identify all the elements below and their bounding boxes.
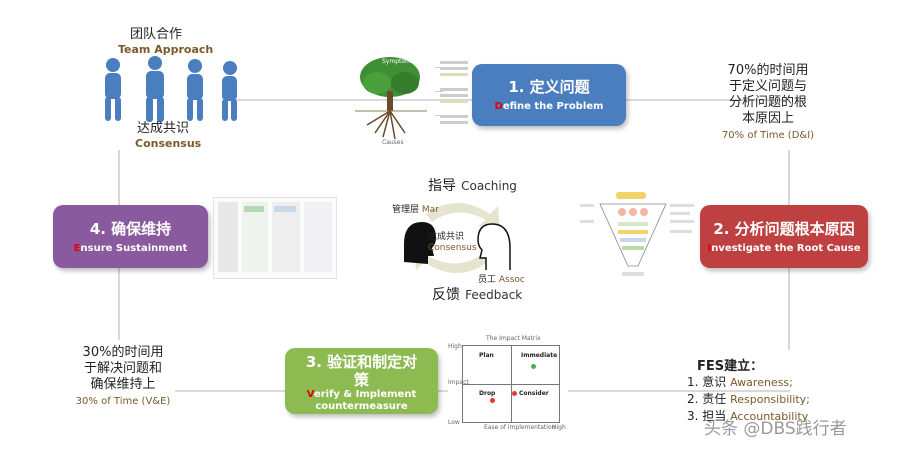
associate-en: Assoc	[498, 275, 525, 285]
matrix-cross-icon	[490, 398, 495, 403]
tree-top-label: Symptoms	[382, 58, 415, 65]
stage-4-ensure: 4. 确保维持 Ensure Sustainment	[53, 205, 208, 268]
fes-item: 1. 意识 Awareness;	[687, 374, 867, 391]
tree-bottom-label: Causes	[382, 139, 404, 146]
center-consensus-en: Consensus	[428, 243, 477, 253]
fes-title: FES建立：	[697, 359, 764, 374]
right-top-line: 于定义问题与	[728, 79, 807, 94]
fes-item: 2. 责任 Responsibility;	[687, 391, 867, 408]
impact-y-high: High	[448, 343, 462, 350]
consensus-en: Consensus	[135, 137, 202, 150]
associate-cn: 员工	[478, 275, 497, 285]
watermark: 头条 @DBS践行者	[704, 419, 847, 439]
stage-3-subtitle: Verify & Implement	[285, 389, 438, 401]
coaching-en: Coaching	[461, 179, 517, 193]
root-cause-funnel-diagram	[578, 190, 698, 286]
fes-item: 3. 担当 Accountability	[687, 408, 867, 425]
fes-item-en: Accountability	[730, 410, 809, 423]
impact-x-label: Ease of implementation	[484, 424, 556, 431]
impact-x-high: High	[552, 424, 566, 431]
stage-1-subtitle: Define the Problem	[472, 101, 626, 113]
left-bottom-note: 30%的时间用 于解决问题和 确保维持上 30% of Time (V&E)	[68, 345, 178, 408]
left-bottom-line: 确保维持上	[90, 377, 156, 392]
right-top-line: 本原因上	[741, 111, 794, 126]
matrix-cell-drop: Drop	[479, 390, 496, 397]
team-approach-en: Team Approach	[118, 43, 214, 56]
svg-text:——: ——	[435, 89, 443, 94]
svg-text:——: ——	[435, 65, 443, 70]
fes-item-cn: 2. 责任	[687, 392, 727, 406]
matrix-cell-immediate: Immediate	[521, 352, 558, 359]
sustainment-board-thumbnail	[213, 197, 337, 279]
fes-item-cn: 1. 意识	[687, 375, 727, 389]
impact-y-low: Low	[448, 419, 460, 426]
fes-item-cn: 3. 担当	[687, 409, 727, 423]
stage-4-subtitle: Ensure Sustainment	[53, 243, 208, 255]
consensus-cn: 达成共识	[137, 121, 190, 136]
stage-2-rest: nvestigate the Root Cause	[711, 243, 861, 254]
left-bottom-line: 于解决问题和	[83, 361, 162, 376]
manager-label: 管理层 Mar	[392, 202, 439, 215]
matrix-check-icon	[531, 364, 536, 369]
stage-3-title-line2: 策	[353, 371, 369, 389]
coaching-cycle-graphic	[404, 203, 511, 273]
manager-en: Mar	[421, 205, 439, 215]
manager-cn: 管理层	[392, 205, 420, 215]
team-people-illustration	[105, 56, 237, 122]
right-top-note: 70%的时间用 于定义问题与 分析问题的根 本原因上 70% of Time (…	[716, 63, 820, 142]
fes-block: FES建立： 1. 意识 Awareness; 2. 责任 Responsibi…	[687, 355, 867, 425]
team-approach-cn: 团队合作	[130, 27, 183, 42]
stage-2-title: 2. 分析问题根本原因	[713, 220, 855, 238]
svg-text:——: ——	[435, 113, 443, 118]
right-top-line: 分析问题的根	[728, 95, 807, 110]
coaching-label: 指导 Coaching	[428, 175, 517, 194]
stage-3-verify: 3. 验证和制定对 策 Verify & Implement counterme…	[285, 348, 438, 414]
right-top-line: 70%的时间用	[727, 63, 809, 78]
stage-3-subtitle-line2: countermeasure	[315, 401, 408, 412]
feedback-cn: 反馈	[432, 287, 460, 303]
impact-matrix: The Impact Matrix High Impact Low Plan I…	[448, 333, 568, 433]
left-bottom-en: 30% of Time (V&E)	[75, 396, 171, 407]
stage-1-title: 1. 定义问题	[508, 78, 590, 96]
center-consensus-cn: 达成共识	[428, 232, 465, 242]
stage-1-rest: efine the Problem	[502, 101, 604, 112]
stage-4-title: 4. 确保维持	[89, 220, 172, 238]
tree-annotation-block	[440, 58, 468, 130]
left-bottom-line: 30%的时间用	[82, 345, 164, 360]
stage-3-rest: erify & Implement	[313, 389, 417, 400]
impact-y-label: Impact	[448, 379, 469, 386]
center-consensus: 达成共识 Consensus	[428, 232, 477, 254]
stage-2-investigate: 2. 分析问题根本原因 Investigate the Root Cause	[700, 205, 868, 268]
stage-3-title-line1: 3. 验证和制定对	[305, 353, 418, 371]
impact-matrix-title: The Impact Matrix	[486, 335, 541, 342]
matrix-cell-plan: Plan	[479, 352, 494, 359]
stage-3-initial: V	[306, 389, 314, 400]
feedback-label: 反馈 Feedback	[432, 284, 522, 303]
fes-item-en: Responsibility;	[730, 393, 810, 406]
stage-4-rest: nsure Sustainment	[80, 243, 188, 254]
stage-4-initial: E	[73, 243, 81, 254]
matrix-cross-icon	[512, 391, 517, 396]
fes-item-en: Awareness;	[730, 376, 793, 389]
stage-2-subtitle: Investigate the Root Cause	[700, 243, 868, 255]
stage-1-initial: D	[494, 101, 503, 112]
associate-label: 员工 Assoc	[478, 272, 525, 285]
matrix-cell-consider: Consider	[519, 390, 549, 397]
stage-1-define: 1. 定义问题 Define the Problem	[472, 64, 626, 126]
coaching-cn: 指导	[428, 178, 456, 194]
feedback-en: Feedback	[465, 288, 523, 302]
stage-2-initial: I	[707, 243, 712, 254]
tree-diagram: —— —— ——	[355, 57, 443, 140]
right-top-en: 70% of Time (D&I)	[721, 130, 815, 141]
